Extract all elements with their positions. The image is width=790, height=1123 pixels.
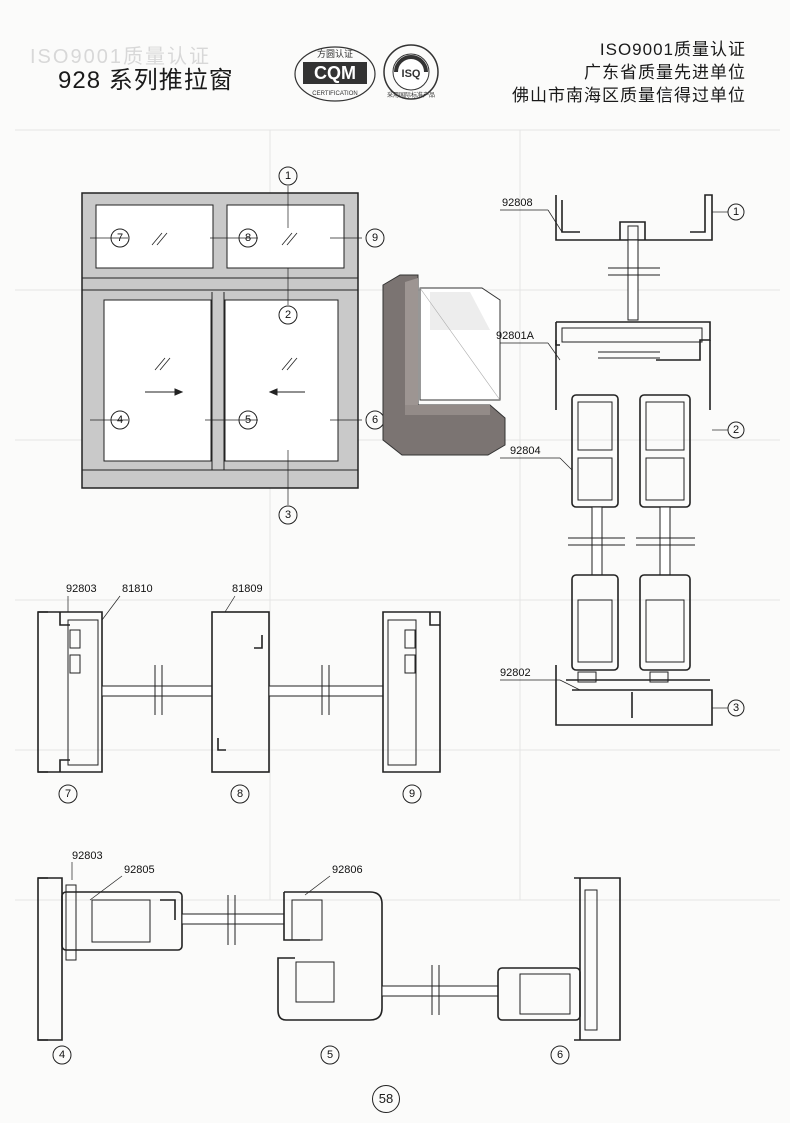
svg-text:2: 2 — [285, 309, 291, 321]
middle-section-labels: 92803 81810 81809 7 8 9 — [58, 583, 422, 804]
marker-6b: 6 — [550, 1045, 570, 1065]
marker-2: 2 — [278, 305, 298, 325]
svg-text:9: 9 — [372, 232, 378, 244]
cqm-logo-text: CQM — [314, 63, 356, 83]
profile-label: 92803 — [72, 850, 103, 862]
profile-label: 92808 — [502, 197, 533, 209]
cert-line: 广东省质量先进单位 — [584, 63, 746, 82]
svg-text:9: 9 — [409, 788, 415, 800]
svg-text:4: 4 — [59, 1049, 65, 1061]
middle-section — [37, 595, 441, 773]
svg-text:4: 4 — [117, 414, 123, 426]
marker-r3: 3 — [727, 699, 745, 717]
svg-text:1: 1 — [285, 170, 291, 182]
right-section — [500, 194, 728, 726]
svg-text:5: 5 — [327, 1049, 333, 1061]
marker-4: 4 — [110, 410, 130, 430]
background-watermark: ISO9001质量认证 — [30, 46, 211, 68]
svg-text:6: 6 — [557, 1049, 563, 1061]
isq-logo-text: ISQ — [402, 68, 421, 80]
svg-text:3: 3 — [285, 509, 291, 521]
marker-7: 7 — [110, 228, 130, 248]
svg-text:5: 5 — [245, 414, 251, 426]
cqm-logo: CQM 方圆认证 CERTIFICATION — [294, 46, 376, 102]
corner-profile-3d — [382, 274, 506, 456]
svg-text:2: 2 — [733, 424, 739, 436]
isq-logo-ring: 采用国际标准产品 — [387, 91, 435, 99]
profile-label: 92805 — [124, 864, 155, 876]
marker-8: 8 — [238, 228, 258, 248]
svg-text:6: 6 — [372, 414, 378, 426]
elevation-markers: 1 2 3 4 5 6 7 8 9 — [110, 166, 385, 525]
bottom-section — [37, 862, 621, 1041]
marker-4b: 4 — [52, 1045, 72, 1065]
page-title: 928 系列推拉窗 — [58, 67, 234, 94]
cert-line: ISO9001质量认证 — [599, 40, 746, 59]
marker-r2: 2 — [727, 421, 745, 439]
isq-logo: ISQ 采用国际标准产品 — [383, 44, 439, 100]
marker-9: 9 — [365, 228, 385, 248]
marker-5b: 5 — [320, 1045, 340, 1065]
cqm-logo-bottom: CERTIFICATION — [312, 91, 357, 97]
marker-6: 6 — [365, 410, 385, 430]
svg-text:8: 8 — [237, 788, 243, 800]
svg-text:3: 3 — [733, 702, 739, 714]
marker-1: 1 — [278, 166, 298, 186]
marker-3: 3 — [278, 505, 298, 525]
svg-text:1: 1 — [733, 206, 739, 218]
profile-label: 92802 — [500, 667, 531, 679]
profile-label: 92803 — [66, 583, 97, 595]
marker-5: 5 — [238, 410, 258, 430]
page-number: 58 — [372, 1085, 400, 1113]
bottom-section-labels: 92803 92805 92806 4 5 6 — [52, 850, 570, 1065]
profile-label: 92804 — [510, 445, 541, 457]
svg-text:7: 7 — [65, 788, 71, 800]
marker-7b: 7 — [58, 784, 78, 804]
window-elevation — [81, 186, 362, 505]
right-section-labels: 92808 92801A 92804 92802 1 2 3 — [496, 197, 745, 717]
profile-label: 92806 — [332, 864, 363, 876]
profile-label: 81810 — [122, 583, 153, 595]
cqm-logo-top: 方圆认证 — [317, 48, 353, 59]
svg-text:8: 8 — [245, 232, 251, 244]
profile-label: 81809 — [232, 583, 263, 595]
svg-text:7: 7 — [117, 232, 123, 244]
certifications: ISO9001质量认证 广东省质量先进单位 佛山市南海区质量信得过单位 — [512, 38, 746, 107]
marker-8b: 8 — [230, 784, 250, 804]
cert-line: 佛山市南海区质量信得过单位 — [512, 86, 746, 105]
marker-r1: 1 — [727, 203, 745, 221]
marker-9b: 9 — [402, 784, 422, 804]
profile-label: 92801A — [496, 330, 535, 342]
logos: CQM 方圆认证 CERTIFICATION ISQ 采用国际标准产品 — [294, 44, 439, 102]
